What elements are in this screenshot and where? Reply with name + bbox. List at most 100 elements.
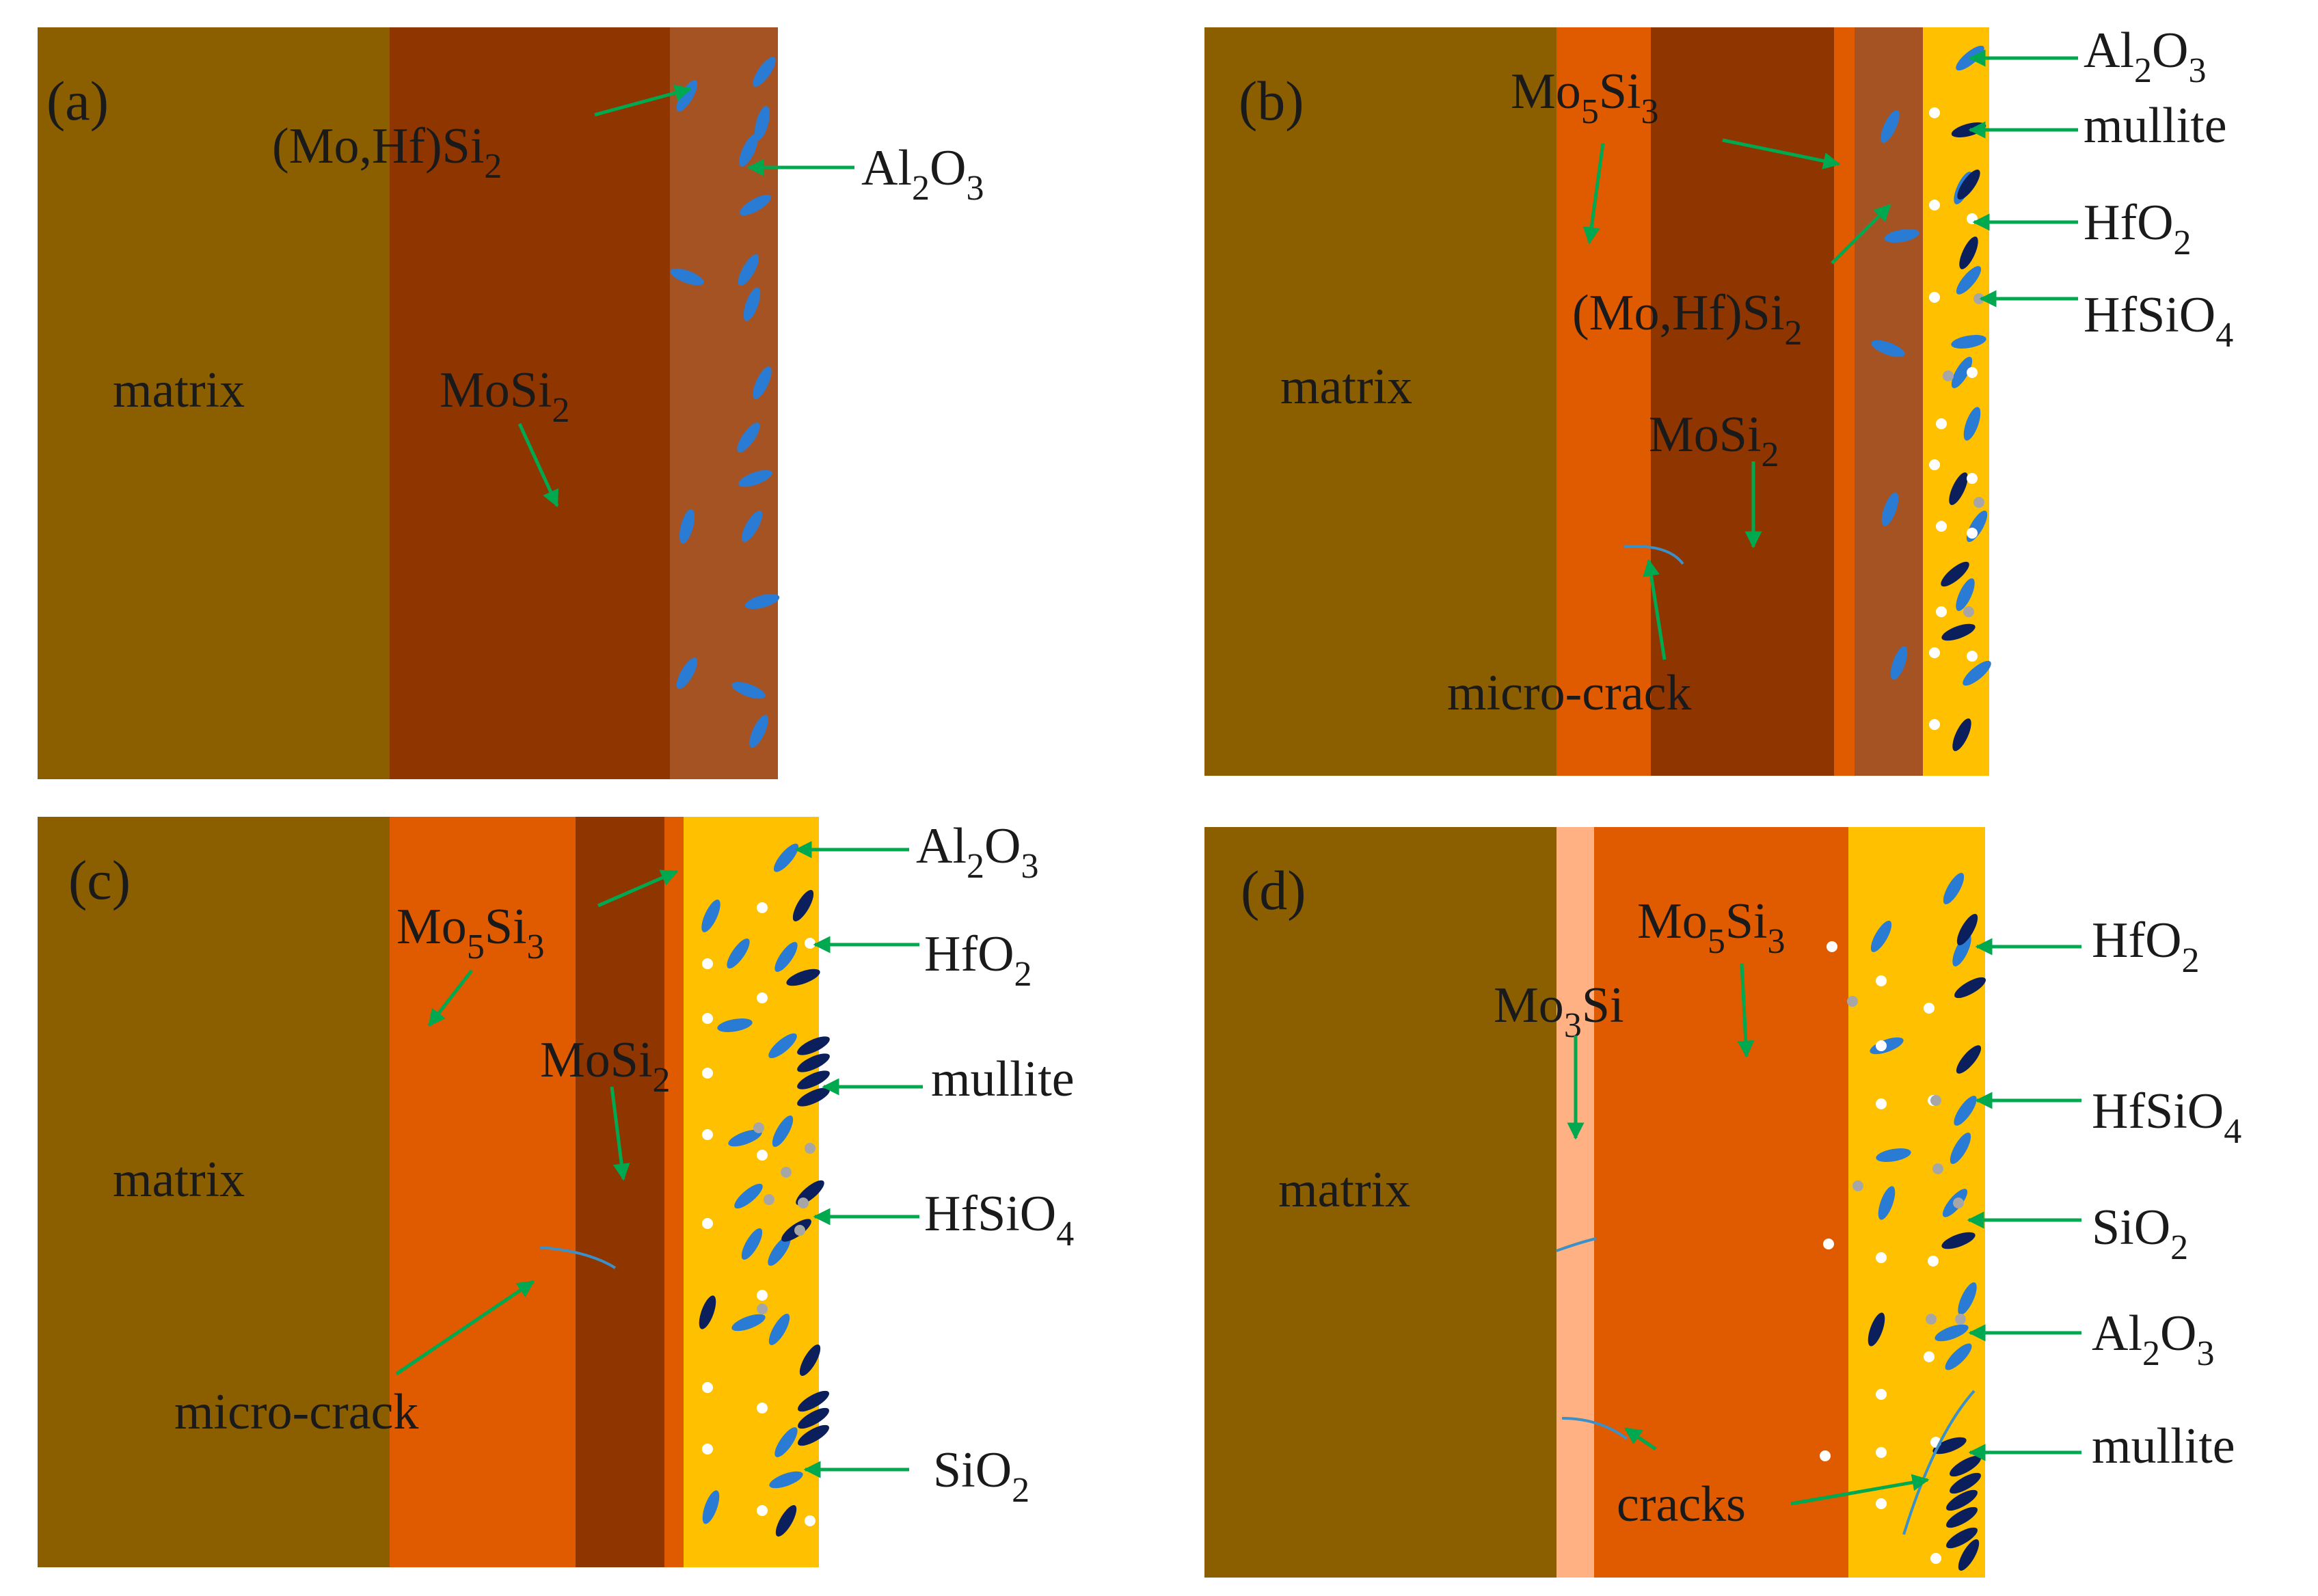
dot [1847,996,1858,1007]
dot [805,938,816,949]
particle [1956,578,1975,611]
dot [757,1290,768,1301]
panel-b-mohfsi2-text: (Mo,Hf)Si2 [1572,285,1802,353]
dot [1929,200,1940,211]
particle [786,969,820,986]
panel-d-mo5si3-layer [1594,827,1848,1578]
particle [1959,236,1978,269]
panel-d-mo3si-layer [1556,827,1594,1578]
dot [1936,521,1947,532]
dot [1924,1003,1935,1014]
particle [799,1344,821,1376]
panel-a-arrow-mohfsi2 [594,84,692,117]
dot [1932,1163,1943,1174]
particle [1963,407,1981,441]
particle [1871,340,1905,357]
particle [1946,1506,1978,1528]
particle [1941,1232,1976,1249]
dot [1876,1498,1887,1509]
panel-b-arrow-micro-crack [1643,558,1667,660]
particle [679,509,695,544]
panel-d-crack-line-1 [1556,1237,1597,1252]
panel-c-hfo2-text: HfO2 [924,926,1032,994]
panel-c: (c) matrix Mo5Si3 MoSi2 micro-crack Al2O… [38,817,1075,1567]
dot [1929,719,1940,730]
panel-d-hfo2-dots [1820,941,1941,1564]
dot [1955,1314,1966,1325]
panel-b-label: (b) [1239,70,1304,132]
particle [775,1505,797,1537]
panel-d-cracks-text: cracks [1617,1476,1746,1532]
particle [743,287,761,321]
panel-d-label: (d) [1241,859,1306,921]
dot [757,1303,768,1314]
panel-b-mullite-text: mullite [2084,98,2227,154]
dot [794,1225,805,1236]
dot [702,958,713,969]
dot [757,1150,768,1161]
panel-b-matrix-layer [1204,27,1556,776]
panel-c-mo5si3-text: Mo5Si3 [396,899,545,966]
particle [1884,229,1919,243]
particle [744,594,780,609]
dot [1953,1198,1964,1208]
particle [676,658,698,689]
panel-b-arrow-mo5si3 [1582,143,1605,245]
panel-d-crack-line-2 [1561,1417,1628,1440]
dot [1823,1239,1834,1249]
particle [1950,1472,1981,1494]
particle [737,422,760,452]
particle [1958,1539,1980,1571]
particle [1954,1096,1977,1126]
panel-d-al2o3-text: Al2O3 [2092,1306,2214,1373]
particle [1890,646,1908,680]
particle [727,938,750,969]
dot [1973,497,1984,508]
particle [740,194,771,216]
particle [738,254,759,286]
particle [749,715,768,748]
dot [1926,1314,1937,1325]
panel-b-mohfsi2-al2o3-particles [1871,110,1919,680]
particle [768,1236,791,1266]
panel-d-mullite-text: mullite [2092,1418,2235,1474]
panel-d-hfsio4-text: HfSiO4 [2092,1083,2241,1151]
particle [717,1018,753,1032]
particle [731,1314,766,1331]
panel-d-arrow-crack-2 [1790,1474,1930,1506]
particle [755,105,770,141]
panel-a: (a) matrix MoSi2 (Mo,Hf)Si2 Al2O3 [38,27,984,779]
dot [1967,651,1978,662]
panel-b-micro-crack-line [1623,545,1684,565]
panel-d-matrix-text: matrix [1278,1162,1410,1218]
panel-d-mo5si3-text: Mo5Si3 [1637,893,1785,961]
dot [1967,528,1978,539]
dot [781,1167,792,1178]
panel-c-hfsio4-dots [753,1122,816,1314]
particle [1881,110,1900,143]
dot [1827,941,1837,952]
particle [734,1183,763,1209]
particle [1946,1527,1978,1549]
particle [774,1427,798,1457]
particle [753,366,772,399]
particle [792,890,814,921]
particle [1878,1186,1896,1220]
panel-b-arrow-mo5si3-right [1722,138,1841,170]
panel-b-matrix-text: matrix [1280,359,1412,415]
panel-b-hfsio4-text: HfSiO4 [2084,287,2233,355]
panel-c-al2o3-particles [701,843,803,1524]
panel-b-mohfsi2-layer [1855,27,1923,776]
dot [1876,975,1887,986]
dot [1929,107,1940,118]
dot [702,1013,713,1024]
dot [1924,1351,1935,1362]
particle [1946,1489,1978,1511]
dot [702,1129,713,1140]
particle [738,470,772,487]
dot [757,992,768,1003]
panel-d-hfsio4-dots [1847,996,1966,1325]
particle [1958,1282,1977,1315]
dot [1852,1180,1863,1191]
